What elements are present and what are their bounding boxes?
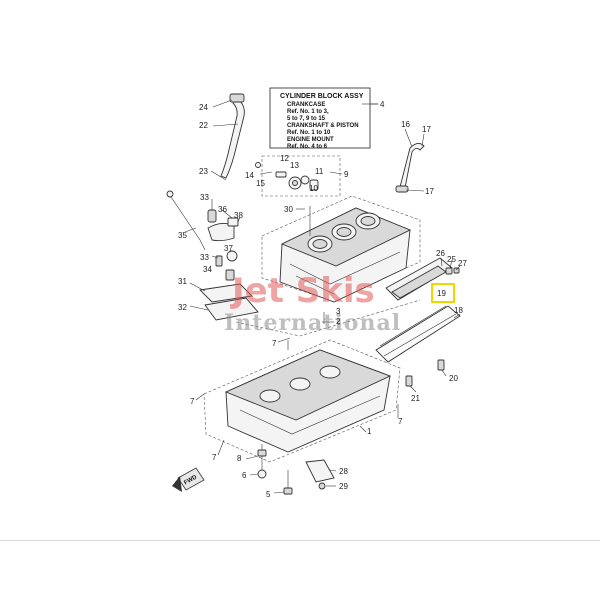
callout: 20 (449, 374, 458, 383)
callout: 30 (284, 205, 293, 214)
callout: 9 (344, 170, 349, 179)
callout: 23 (199, 167, 208, 176)
watermark-line2: International (224, 310, 401, 336)
front-direction-marker: FWD (172, 467, 205, 492)
legend-line: CRANKCASE (287, 102, 325, 108)
cylinder-block (261, 195, 421, 303)
watermark: Jet Skis International (224, 271, 401, 336)
callout: 7 (398, 417, 403, 426)
leader-lines (195, 103, 399, 456)
callout: 1 (367, 427, 372, 436)
callout: 17 (425, 187, 434, 196)
legend-line: Ref. No. 1 to 10 (287, 130, 331, 136)
callout: 12 (280, 154, 289, 163)
callout: 5 (266, 490, 271, 499)
legend-box: CYLINDER BLOCK ASSY CRANKCASE Ref. No. 1… (269, 87, 378, 150)
callout: 35 (178, 231, 187, 240)
callout: 26 (436, 249, 445, 258)
footer-divider (0, 540, 600, 541)
highlight-box (431, 283, 455, 303)
callout: 11 (315, 167, 324, 176)
callout: 17 (422, 125, 431, 134)
callout: 27 (458, 259, 467, 268)
lower-mount-parts (245, 444, 337, 495)
callout-labels: 1 2 3 4 5 6 7 7 7 7 8 9 10 11 12 13 14 1… (178, 100, 467, 499)
lower-crankcase (203, 339, 401, 463)
legend-line: Ref. No. 1 to 3, (287, 109, 329, 115)
callout: 24 (199, 103, 208, 112)
callout: 7 (272, 339, 277, 348)
breather-parts (207, 199, 241, 281)
callout: 18 (454, 306, 463, 315)
dipstick (166, 190, 206, 251)
legend-line: CRANKSHAFT & PISTON (287, 123, 359, 129)
hose-assembly-right (395, 128, 425, 193)
engine-mount-plates (189, 282, 259, 321)
callout: 38 (234, 211, 243, 220)
callout: 25 (447, 255, 456, 264)
callout: 21 (411, 394, 420, 403)
callout: 10 (309, 184, 318, 193)
seal-bearing-group (255, 155, 343, 197)
callout: 15 (256, 179, 265, 188)
callout: 19 (437, 289, 446, 298)
callout: 4 (380, 100, 385, 109)
callout: 28 (339, 467, 348, 476)
legend-line: Ref. No. 4 to 6 (287, 144, 328, 150)
callout: 3 (336, 307, 341, 316)
callout: 33 (200, 193, 209, 202)
callout: 7 (190, 397, 195, 406)
legend-line: ENGINE MOUNT (287, 137, 334, 143)
hose-assembly-left (210, 93, 245, 181)
callout: 13 (290, 161, 299, 170)
callout: 7 (212, 453, 217, 462)
callout: 32 (178, 303, 187, 312)
watermark-line1: Jet Skis (230, 271, 375, 311)
legend-line: 5 to 7, 9 to 15 (287, 116, 326, 122)
callout: 37 (224, 244, 233, 253)
callout: 14 (245, 171, 254, 180)
callout: 22 (199, 121, 208, 130)
callout: 6 (242, 471, 247, 480)
callout: 16 (401, 120, 410, 129)
callout: 34 (203, 265, 212, 274)
legend-title: CYLINDER BLOCK ASSY (280, 93, 364, 100)
callout: 8 (237, 454, 242, 463)
crankshaft-centreline (235, 299, 421, 337)
side-cover-and-gasket (375, 257, 461, 393)
callout: 33 (200, 253, 209, 262)
callout: 29 (339, 482, 348, 491)
callout: 36 (218, 205, 227, 214)
callout: 31 (178, 277, 187, 286)
callout: 2 (336, 317, 341, 326)
